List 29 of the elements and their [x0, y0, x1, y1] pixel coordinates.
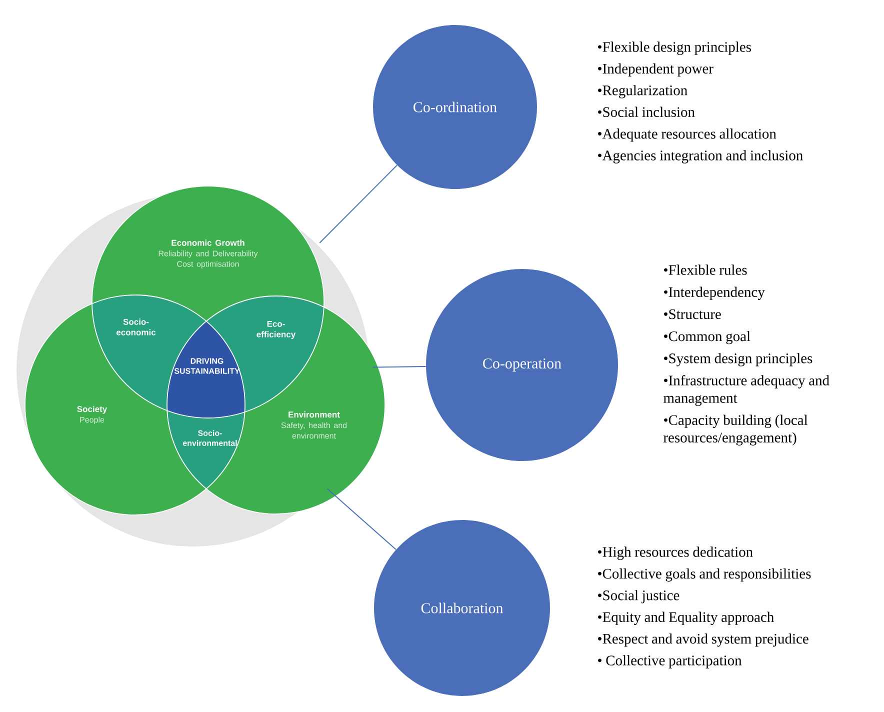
bullet-item: •System design principles: [664, 353, 812, 366]
bullet-item: •Regularization: [598, 85, 688, 98]
connector-line: [319, 164, 398, 244]
bullet-item: •Adequate resources allocation: [598, 128, 776, 142]
bullet-item: •Flexible rules: [664, 264, 747, 275]
bullet-item: •Infrastructure adequacy and management: [664, 375, 830, 406]
venn-label: Environment Safety, health and environment: [281, 411, 347, 439]
venn-label: Eco-efficiency: [256, 320, 296, 340]
bullet-item: •Common goal: [664, 330, 750, 344]
venn-label: Economic Growth Reliability and Deliverability Cost optimisation: [158, 240, 258, 268]
connector-line: [372, 366, 426, 368]
venn-label: Socio-environmental: [182, 430, 237, 446]
venn-label: DRIVING SUSTAINABILITY: [174, 358, 240, 374]
bullet-item: • Collective participation: [598, 655, 742, 668]
bullet-item: •Flexible design principles: [598, 42, 751, 55]
bullet-item: •Agencies integration and inclusion: [598, 150, 803, 164]
bullet-item: •Independent power: [598, 63, 714, 77]
bullet-item: •Interdependency: [664, 286, 765, 300]
connector-line: [326, 488, 396, 550]
bullet-item: •Social inclusion: [598, 106, 695, 117]
bullet-item: •Collective goals and responsibilities: [598, 568, 811, 582]
bullet-item: •High resources dedication: [598, 546, 753, 560]
venn-label: Society People: [77, 406, 108, 424]
bullet-item: •Capacity building (local resources/engagement): [664, 414, 808, 446]
venn-label: Socio-economic: [116, 318, 156, 336]
bullet-item: •Social justice: [598, 590, 680, 604]
bullet-item: •Structure: [664, 309, 721, 320]
bullet-item: •Equity and Equality approach: [598, 612, 774, 625]
bullet-item: •Respect and avoid system prejudice: [598, 633, 808, 647]
